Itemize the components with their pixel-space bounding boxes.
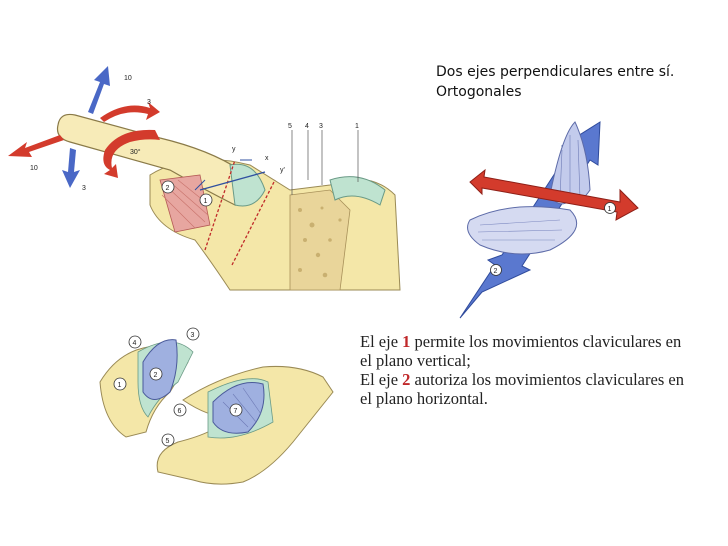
- circle-2-label: 2: [166, 185, 170, 192]
- fig3-label-3: 3: [191, 332, 195, 339]
- caption-text: permite los movimientos claviculares en: [410, 332, 681, 351]
- label-4: 4: [305, 123, 309, 130]
- label-3-top: 3: [147, 99, 151, 106]
- axis-2-label: 2: [494, 268, 498, 275]
- caption-text: autoriza los movimientos claviculares en: [410, 370, 684, 389]
- caption-line-3: El eje 2 autoriza los movimientos clavic…: [360, 370, 720, 389]
- circle-1-label: 1: [204, 198, 208, 205]
- label-10-left: 10: [30, 165, 38, 172]
- axis-y-label: y: [232, 146, 236, 153]
- arrow-left-red-icon: [8, 135, 64, 157]
- caption-line-2: el plano vertical;: [360, 351, 720, 370]
- label-10-top: 10: [124, 75, 132, 82]
- label-5: 5: [288, 123, 292, 130]
- fig3-label-4: 4: [133, 340, 137, 347]
- label-3-bottom: 3: [82, 185, 86, 192]
- clavicle-axes-illustration: 5 4 3 1 y x y' 2 1 10 3 10 3 30°: [0, 55, 410, 295]
- opened-joint-illustration: 1 2 3 4 5 6 7: [98, 322, 338, 494]
- axis-caption: El eje 1 permite los movimientos clavicu…: [360, 332, 720, 408]
- fig3-label-5: 5: [166, 438, 170, 445]
- arrow-down-blue-icon: [62, 148, 80, 188]
- caption-text: El eje: [360, 332, 402, 351]
- fig3-label-1: 1: [118, 382, 122, 389]
- angle-label: 30°: [130, 148, 141, 156]
- arrow-up-blue-icon: [88, 66, 110, 114]
- fig3-label-6: 6: [178, 408, 182, 415]
- caption-line-4: el plano horizontal.: [360, 389, 720, 408]
- axis-yprime-label: y': [280, 167, 285, 174]
- axis-x-label: x: [265, 155, 269, 162]
- saddle-joint-axes: 1 2: [440, 110, 640, 325]
- label-3: 3: [319, 123, 323, 130]
- fig3-label-2: 2: [154, 372, 158, 379]
- figure-heading: Dos ejes perpendiculares entre sí. Ortog…: [436, 62, 674, 102]
- fig3-label-7: 7: [234, 408, 238, 415]
- heading-line-2: Ortogonales: [436, 82, 674, 102]
- axis-1-label: 1: [608, 206, 612, 213]
- caption-text: El eje: [360, 370, 402, 389]
- caption-line-1: El eje 1 permite los movimientos clavicu…: [360, 332, 720, 351]
- spongy-bone-area: [290, 190, 350, 290]
- heading-line-1: Dos ejes perpendiculares entre sí.: [436, 62, 674, 82]
- label-1: 1: [355, 123, 359, 130]
- arrow-curved-red-top-icon: [100, 102, 160, 122]
